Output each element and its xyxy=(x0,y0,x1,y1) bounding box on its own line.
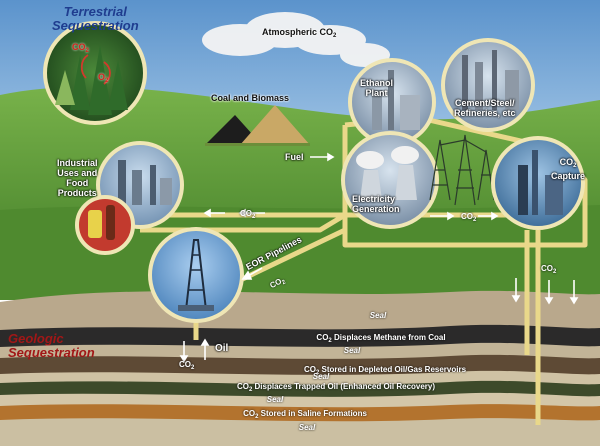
oil-label: Oil xyxy=(215,343,229,354)
capture-word: Capture xyxy=(551,171,586,181)
power-towers xyxy=(429,134,495,206)
sub-2: 2 xyxy=(315,370,320,376)
atmospheric-co2-label: Atmospheric CO2 xyxy=(262,27,336,41)
refineries-circle xyxy=(441,38,535,132)
co2-circle-label: CO2 xyxy=(72,42,89,56)
capture-circle xyxy=(491,136,585,230)
industrial-label: Industrial Uses and Food Products xyxy=(57,158,98,198)
rig-circle xyxy=(148,227,244,323)
sub-2: 2 xyxy=(333,33,337,39)
co-text: CO xyxy=(316,333,329,342)
trapped-layer-label: CO2 Displaces Trapped Oil (Enhanced Oil … xyxy=(237,382,435,395)
stratum-eor xyxy=(0,380,600,398)
depleted-layer-label: CO2 Stored in Depleted Oil/Gas Reservoir… xyxy=(304,365,466,378)
co2-down-right-text: CO xyxy=(541,264,553,273)
ethanol-label: Ethanol Plant xyxy=(360,78,393,98)
tree-circle xyxy=(43,21,147,125)
capture-co-text: CO xyxy=(559,157,574,167)
co2-down-left-text: CO xyxy=(179,360,191,369)
cement-label: Cement/Steel/ Refineries, etc xyxy=(454,98,516,118)
food-products-circle xyxy=(75,195,135,255)
sub-2: 2 xyxy=(573,163,577,169)
circle-arrow-o2 xyxy=(103,61,111,85)
fuel-label: Fuel xyxy=(285,152,304,162)
seal-label: Seal xyxy=(312,372,330,381)
layer-text: Stored in Depleted Oil/Gas Reservoirs xyxy=(321,365,467,374)
co2-circle-text: CO xyxy=(72,42,86,52)
sub-2: 2 xyxy=(105,78,109,84)
co2-to-capture-label: CO2 xyxy=(461,212,476,223)
co-text: CO xyxy=(236,382,249,391)
co2-down-left-label: CO2 xyxy=(179,360,194,371)
co-text: CO xyxy=(303,365,316,374)
terrestrial-title-text: Terrestrial Sequestration xyxy=(52,4,139,33)
co-text: CO xyxy=(243,409,256,418)
coal-biomass-label: Coal and Biomass xyxy=(211,93,290,103)
atmospheric-text: Atmospheric CO xyxy=(262,27,334,37)
seal-label: Seal xyxy=(343,346,361,355)
co2-to-industrial-label: CO2 xyxy=(240,209,255,220)
sub-2: 2 xyxy=(328,338,332,344)
stratum-seal-5 xyxy=(0,418,600,446)
layer-text: Stored in Saline Formations xyxy=(260,409,367,418)
sub-2: 2 xyxy=(248,387,253,393)
flow-arrows xyxy=(80,54,579,363)
sub-2: 2 xyxy=(191,365,195,371)
co2-to-industrial-text: CO xyxy=(240,209,252,218)
o2-circle-text: O xyxy=(98,72,106,82)
layer-text: Displaces Trapped Oil (Enhanced Oil Reco… xyxy=(254,382,436,391)
eor-arrow xyxy=(247,267,263,277)
stratum-saline xyxy=(0,404,600,423)
co2-down-right-label: CO2 xyxy=(541,264,556,275)
geologic-title: Geologic Sequestration xyxy=(8,332,95,360)
geologic-title-text: Geologic Sequestration xyxy=(8,331,95,360)
sub-2: 2 xyxy=(252,214,256,220)
saline-layer-label: CO2 Stored in Saline Formations xyxy=(243,409,367,422)
sub-2: 2 xyxy=(255,414,259,420)
terrestrial-title: Terrestrial Sequestration xyxy=(52,5,139,33)
layer-text: Displaces Methane from Coal xyxy=(333,333,446,342)
circle-arrow-co2 xyxy=(80,54,89,79)
co2-to-capture-text: CO xyxy=(461,212,473,221)
electricity-label: Electricity Generation xyxy=(352,194,400,214)
electricity-circle xyxy=(341,131,439,229)
sub-2: 2 xyxy=(553,269,557,275)
methane-layer-label: CO2 Displaces Methane from Coal xyxy=(316,333,445,346)
o2-circle-label: O2 xyxy=(98,72,108,86)
sub-2: 2 xyxy=(85,48,89,54)
seal-label: Seal xyxy=(298,423,316,432)
seal-label: Seal xyxy=(369,311,387,320)
coal-biomass-piles xyxy=(205,105,310,146)
seal-label: Seal xyxy=(266,395,284,404)
sub-2: 2 xyxy=(473,217,477,223)
